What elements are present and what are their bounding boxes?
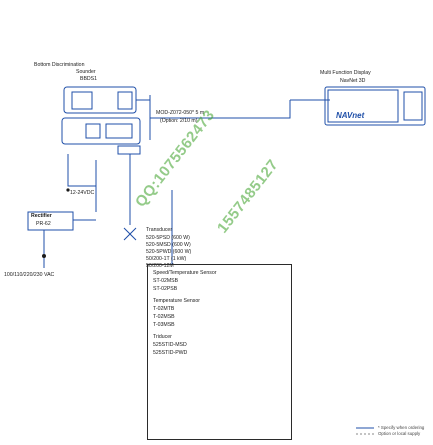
transducer-item: 520-5MSD (600 W) bbox=[146, 242, 191, 248]
sensor-heading: Speed/Temperature Sensor bbox=[153, 270, 217, 276]
sensor-item: ST-02MSB bbox=[153, 278, 179, 284]
dc-power-label: 12-24VDC bbox=[70, 190, 95, 196]
sensor-item: 525STID-MSD bbox=[153, 342, 187, 348]
sounder-model: BBDS1 bbox=[80, 76, 98, 82]
transducer-item: 520-5PWD (600 W) bbox=[146, 249, 192, 255]
display-title-line2: NavNet 3D bbox=[340, 78, 366, 84]
sensor-item: 525STID-PWD bbox=[153, 350, 188, 356]
sounder-title-line2: Sounder bbox=[76, 69, 96, 75]
sounder-port bbox=[71, 91, 93, 110]
sensor-heading: Triducer bbox=[153, 334, 172, 340]
transducer-title: Transducer bbox=[146, 227, 173, 233]
sensor-list-box: Speed/Temperature Sensor ST-02MSB ST-02P… bbox=[147, 264, 292, 440]
sounder-unit-bottom bbox=[61, 117, 141, 145]
rectifier-title: Rectifier bbox=[31, 213, 52, 219]
cable-option: (Option: 2/10 m) bbox=[160, 118, 198, 124]
legend-note-option: Option or local supply bbox=[378, 431, 421, 436]
sensor-heading: Temperature Sensor bbox=[153, 298, 200, 304]
sensor-item: T-02MSB bbox=[153, 314, 175, 320]
transducer-item: 50/200-1T (1 kW) bbox=[146, 256, 187, 262]
transducer-item: 50/200-12M bbox=[146, 263, 174, 269]
sounder-title-line1: Bottom Discrimination bbox=[34, 62, 85, 68]
sensor-item: T-03MSB bbox=[153, 322, 175, 328]
legend-note-specify: * Specify when ordering bbox=[378, 425, 425, 430]
display-title-line1: Multi Function Display bbox=[320, 70, 371, 76]
sensor-item: T-02MTB bbox=[153, 306, 175, 312]
ac-power-label: 100/110/220/230 VAC bbox=[4, 272, 55, 278]
rectifier-model: PR-62 bbox=[36, 221, 51, 227]
display-unit bbox=[324, 86, 426, 126]
display-brand-logo: NAVnet bbox=[336, 111, 365, 120]
sensor-item: ST-02PSB bbox=[153, 286, 178, 292]
transducer-item: 520-5PSD (600 W) bbox=[146, 235, 190, 241]
rectifier-box bbox=[27, 211, 74, 231]
cable-model: MOD-Z072-050* 5 m bbox=[156, 110, 205, 116]
